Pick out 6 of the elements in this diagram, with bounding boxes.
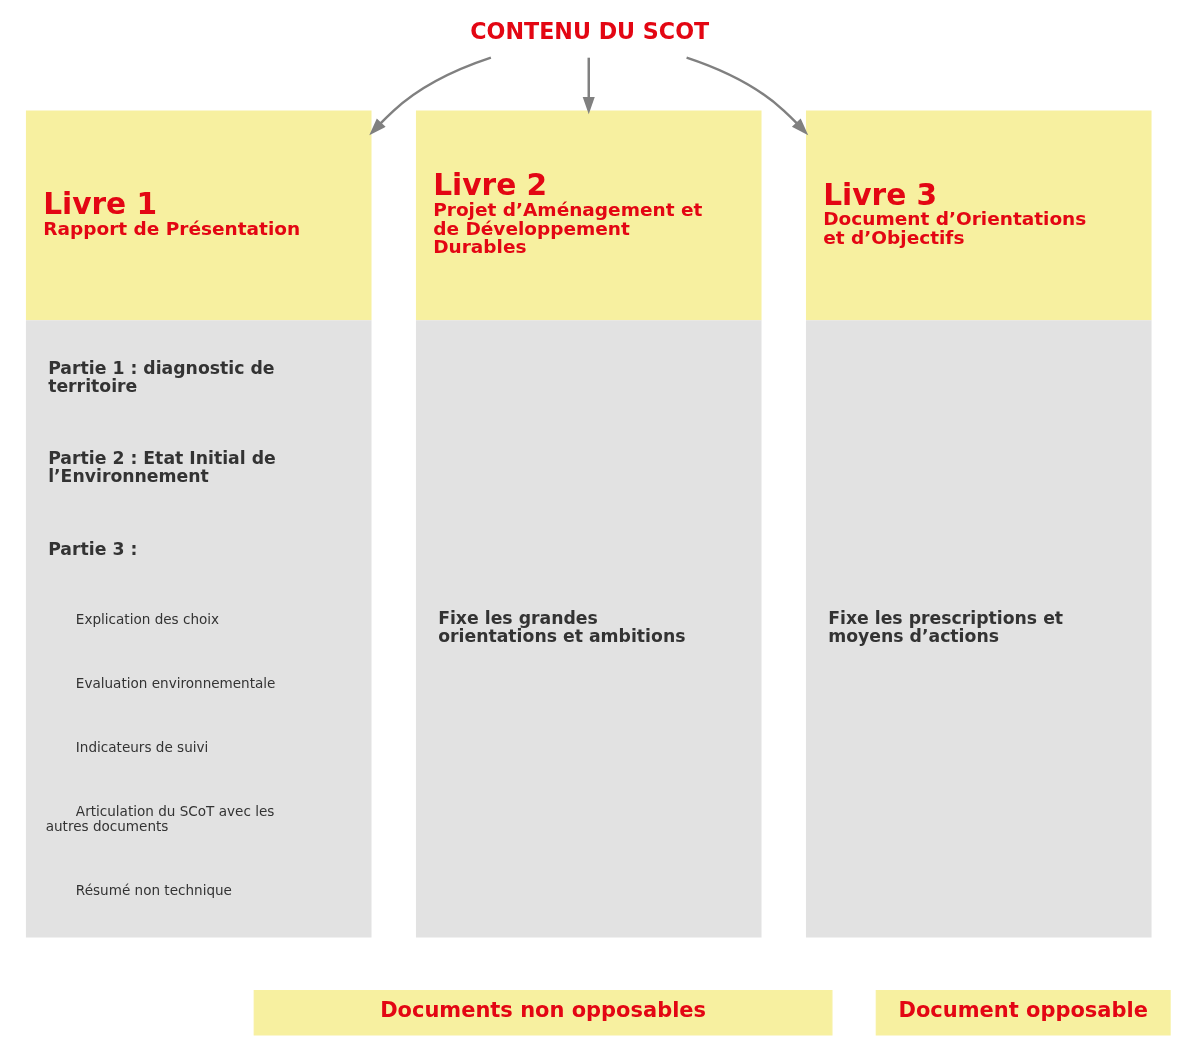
node-box: Documents non opposables [253, 989, 833, 1036]
arrow [369, 56, 492, 136]
node-text: CONTENU DU SCOT [470, 18, 710, 45]
arrow [582, 57, 595, 115]
arrow [686, 56, 809, 136]
node-box: Document opposable [875, 989, 1171, 1036]
